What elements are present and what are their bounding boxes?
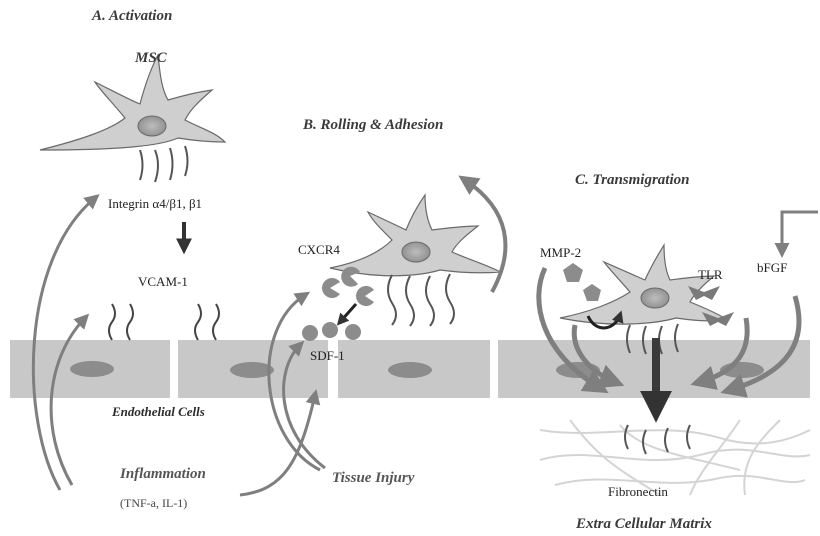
- endothelial-cells-label: Endothelial Cells: [112, 404, 205, 420]
- inflammation-label: Inflammation: [120, 466, 206, 483]
- sdf1-label: SDF-1: [310, 348, 345, 364]
- nucleus-icon: [70, 361, 114, 377]
- section-transmigration-title: C. Transmigration: [575, 172, 689, 189]
- msc-cell-icon: [560, 245, 728, 354]
- section-rolling-title: B. Rolling & Adhesion: [303, 117, 443, 134]
- sdf1-ligand-icon: [302, 322, 361, 341]
- msc-cell-icon: [40, 55, 225, 182]
- inflammation-sub-label: (TNF-a, IL-1): [120, 496, 187, 511]
- vcam-label: VCAM-1: [138, 274, 188, 290]
- fibronectin-label: Fibronectin: [608, 484, 668, 500]
- tlr-label: TLR: [698, 267, 723, 283]
- vcam-receptor-icon: [109, 304, 219, 340]
- rolling-arrow: [465, 180, 505, 292]
- nucleus-icon: [388, 362, 432, 378]
- msc-label: MSC: [135, 50, 167, 67]
- section-activation-title: A. Activation: [92, 8, 172, 25]
- bfgf-label: bFGF: [757, 260, 787, 276]
- ecm-fiber-icon: [540, 420, 810, 495]
- ecm-label: Extra Cellular Matrix: [576, 516, 712, 533]
- bfgf-arrow: [782, 212, 818, 252]
- cxcr4-label: CXCR4: [298, 242, 340, 258]
- ligand-binding-arrow: [340, 304, 356, 322]
- tissue-injury-label: Tissue Injury: [332, 470, 414, 487]
- endothelial-layer: [10, 340, 810, 398]
- mmp2-label: MMP-2: [540, 245, 581, 261]
- mmp2-enzyme-icon: [563, 263, 601, 301]
- integrin-label: Integrin α4/β1, β1: [108, 196, 202, 212]
